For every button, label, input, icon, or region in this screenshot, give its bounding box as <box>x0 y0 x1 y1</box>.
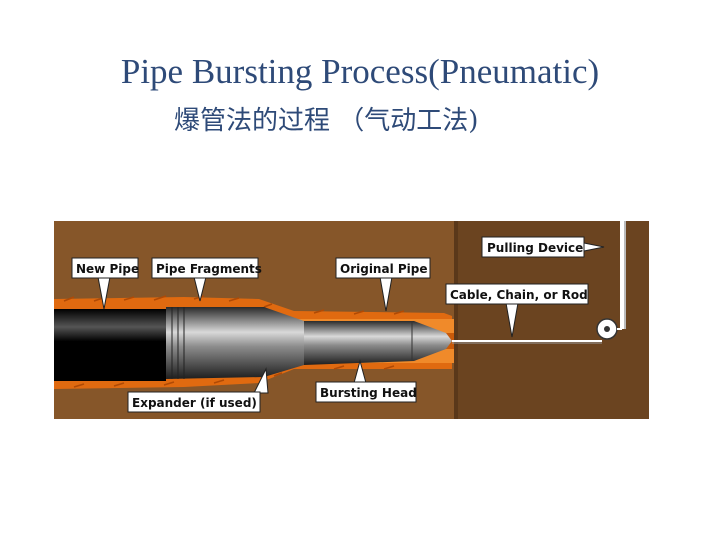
pulling-device-label: Pulling Device <box>487 241 583 255</box>
new-pipe <box>54 309 166 381</box>
expander-label-box <box>127 391 261 413</box>
expander-rings <box>171 307 185 379</box>
bursting-head-label-box <box>315 381 417 403</box>
new-pipe-label-box <box>71 257 139 279</box>
pulling-device-post <box>620 221 625 329</box>
original-pipe-label: Original Pipe <box>340 262 428 276</box>
pipe-fragments-label: Pipe Fragments <box>156 262 262 276</box>
slide-title: Pipe Bursting Process(Pneumatic) <box>120 52 600 91</box>
pipe-fragments-label-box <box>151 257 259 279</box>
pipe-bursting-diagram: Pulling Device New Pipe Pipe Fragments O… <box>54 221 649 419</box>
new-pipe-label: New Pipe <box>76 262 139 276</box>
original-pipe-label-box <box>335 257 431 279</box>
cable-label: Cable, Chain, or Rod <box>450 288 588 302</box>
expander-label: Expander (if used) <box>132 396 257 410</box>
fragment-cracks <box>63 295 405 388</box>
slide-subtitle: 爆管法的过程 （气动工法) <box>174 106 479 136</box>
expander-pointer <box>253 367 269 394</box>
bursting-head-label: Bursting Head <box>320 386 417 400</box>
pulling-device-post-shade <box>624 221 626 329</box>
pulling-device-label-box <box>481 236 585 258</box>
pit-wall <box>454 221 458 419</box>
cable-label-box <box>445 283 589 305</box>
expander <box>166 307 304 379</box>
bursting-head <box>304 321 452 365</box>
